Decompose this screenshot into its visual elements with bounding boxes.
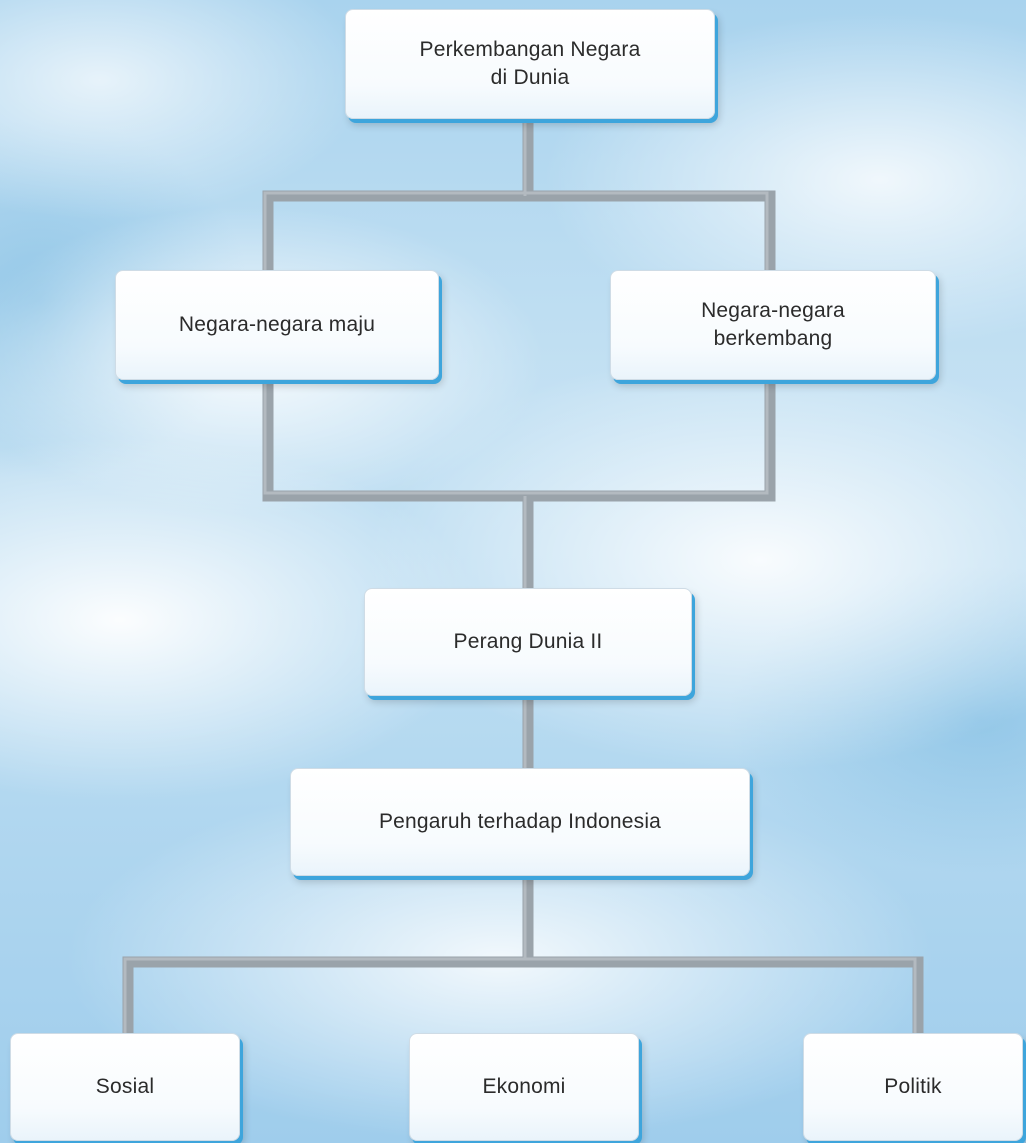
politics-label: Politik [884, 1075, 942, 1098]
impact-on-indonesia-label: Pengaruh terhadap Indonesia [378, 810, 662, 833]
connector-bottom-bracket [262, 376, 776, 502]
social-label: Sosial [95, 1075, 155, 1098]
developed-countries-node: Negara-negara maju [115, 270, 439, 380]
social-node: Sosial [10, 1033, 240, 1141]
root-node-line1: Perkembangan Negara [419, 38, 641, 61]
world-war-ii-node: Perang Dunia II [364, 588, 692, 696]
impact-on-indonesia-node: Pengaruh terhadap Indonesia [290, 768, 750, 876]
connector-top-bracket [262, 190, 776, 276]
developing-countries-line1: Negara-negara [701, 299, 845, 322]
world-war-ii-label: Perang Dunia II [453, 630, 603, 653]
developing-countries-node: Negara-negara berkembang [610, 270, 936, 380]
root-node-line2: di Dunia [490, 66, 570, 89]
economy-node: Ekonomi [409, 1033, 639, 1141]
politics-node: Politik [803, 1033, 1023, 1141]
economy-label: Ekonomi [482, 1075, 566, 1098]
developed-countries-label: Negara-negara maju [178, 313, 376, 336]
connector-aspects-bracket [122, 956, 924, 1040]
root-node: Perkembangan Negara di Dunia [345, 9, 715, 119]
developing-countries-line2: berkembang [713, 327, 833, 350]
